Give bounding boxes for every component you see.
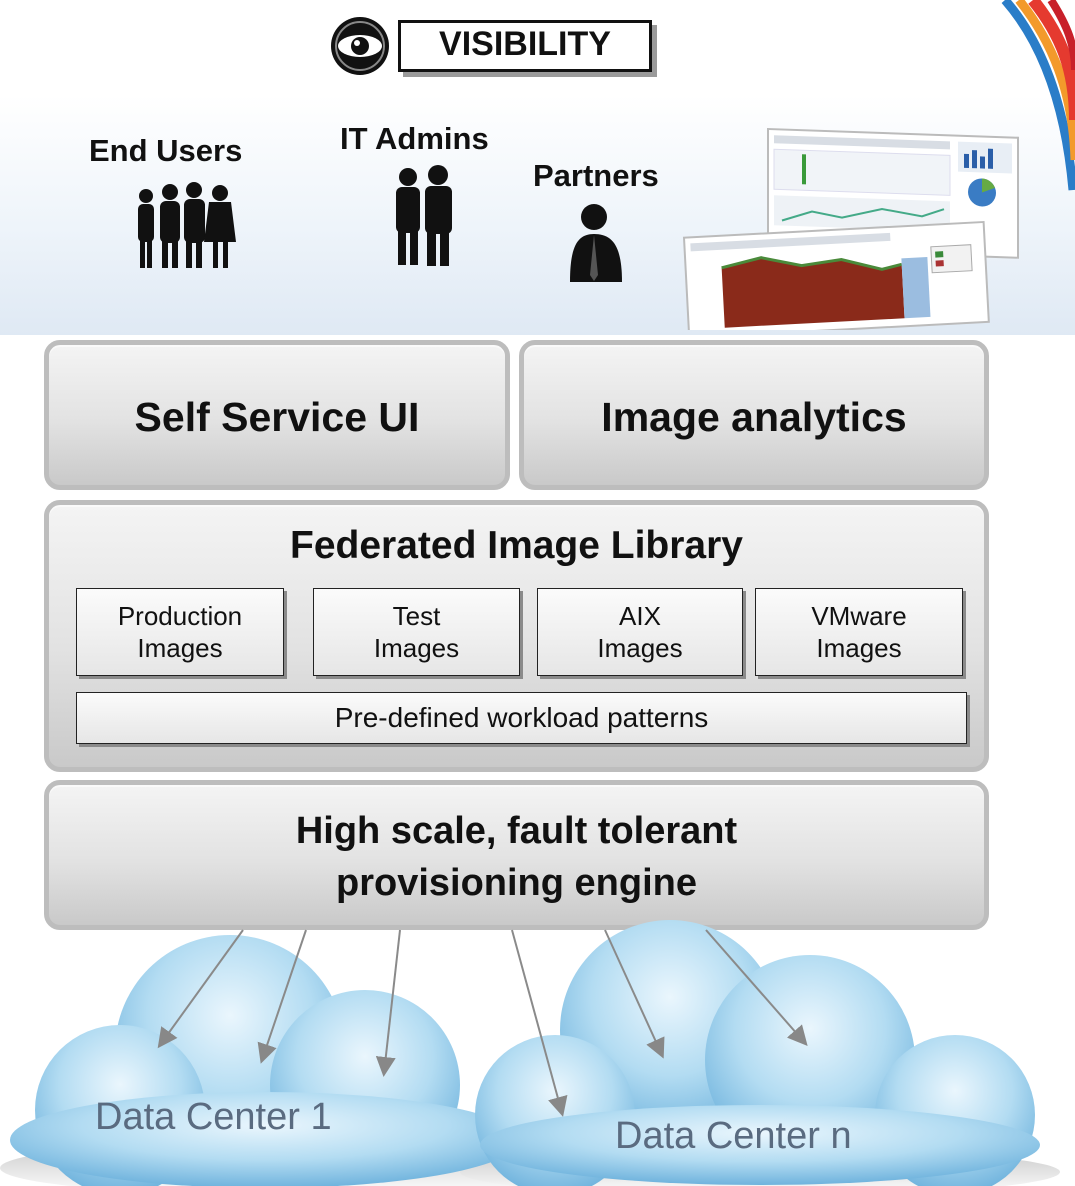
data-center-1-cloud (10, 935, 520, 1186)
workload-patterns-box: Pre-defined workload patterns (76, 692, 967, 744)
arrow-1 (157, 929, 244, 1049)
end-users-label: End Users (89, 133, 243, 168)
test-images-line2: Images (373, 633, 460, 663)
self-service-ui-label: Self Service UI (134, 394, 420, 440)
arrow-3 (375, 929, 401, 1077)
data-center-clouds (0, 920, 1060, 1186)
arrow-4 (511, 929, 568, 1117)
workload-patterns-label: Pre-defined workload patterns (334, 702, 709, 733)
end-users-icon (138, 182, 236, 268)
aix-images-line1: AIX (619, 601, 661, 631)
partners-label: Partners (533, 158, 659, 193)
image-analytics-panel: Image analytics (519, 340, 989, 490)
vmware-images-line1: VMware (811, 601, 907, 631)
dashboard-screenshots-icon (682, 127, 1019, 330)
corner-swoosh-decoration (1001, 0, 1075, 191)
provisioning-engine-line2: provisioning engine (335, 862, 698, 904)
data-center-1-label: Data Center 1 (95, 1096, 332, 1138)
provisioning-engine-panel (44, 780, 989, 930)
data-center-n-cloud (475, 920, 1040, 1186)
provisioning-engine-line1: High scale, fault tolerant (295, 810, 738, 852)
partner-icon (570, 204, 622, 282)
vmware-images-line2: Images (816, 633, 902, 663)
it-admins-label: IT Admins (340, 121, 489, 156)
arrow-5 (604, 929, 665, 1059)
arrow-6 (705, 929, 808, 1047)
eye-icon (331, 17, 389, 75)
arrow-2 (257, 929, 307, 1064)
provisioning-engine-title: High scale, fault tolerant provisioning … (44, 805, 989, 909)
visibility-title-box (398, 20, 652, 72)
data-center-n-label: Data Center n (615, 1115, 852, 1157)
test-images-line1: Test (392, 601, 441, 631)
production-images-line2: Images (137, 633, 223, 663)
production-images-line1: Production (117, 601, 243, 631)
self-service-ui-panel: Self Service UI (44, 340, 510, 490)
it-admins-icon (396, 165, 452, 266)
provisioning-arrows (157, 929, 808, 1117)
image-analytics-label: Image analytics (601, 394, 907, 440)
aix-images-line2: Images (597, 633, 683, 663)
visibility-title: VISIBILITY (439, 25, 611, 63)
federated-image-library-title: Federated Image Library (290, 524, 743, 567)
